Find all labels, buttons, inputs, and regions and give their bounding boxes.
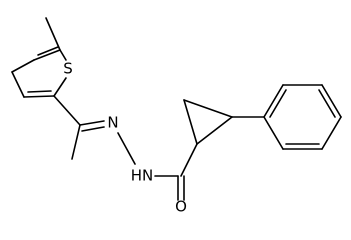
carbonyl-oxygen-label: O bbox=[175, 198, 187, 216]
thiophene-ring bbox=[11, 46, 67, 98]
thiophene-methyl-bond bbox=[45, 17, 61, 51]
thiophene-bond-c2-c3 bbox=[23, 95, 55, 98]
thiophene-to-imine-carbon-bond bbox=[53, 95, 81, 126]
thiophene-bond-c3-c4 bbox=[11, 71, 25, 98]
molecule-structure: S N HN O bbox=[11, 17, 342, 216]
thiophene-double-bond-c2-c3 bbox=[27, 90, 52, 93]
phenyl-bond-6 bbox=[263, 116, 284, 150]
phenyl-ring bbox=[263, 84, 342, 150]
hydrazone-n-n-bond bbox=[117, 132, 136, 165]
cyclopropane-bond-b bbox=[183, 99, 233, 118]
thiophene-bond-c5-s bbox=[59, 49, 67, 61]
thiophene-bond-c4-c5b bbox=[11, 59, 35, 73]
imine-methyl-bond bbox=[71, 124, 81, 160]
thiophene-bond-s-c2 bbox=[53, 77, 67, 97]
phenyl-double-bond-2 bbox=[318, 89, 336, 118]
sulfur-atom-label: S bbox=[63, 60, 73, 78]
cyclopropane-ring bbox=[180, 99, 233, 177]
thiophene-double-bond-c4-c5 bbox=[37, 46, 59, 56]
phenyl-double-bond-1 bbox=[269, 89, 287, 118]
cyclopropane-bond-a bbox=[183, 99, 198, 145]
imine-double-bond-a bbox=[79, 120, 105, 126]
amide-nh-label: HN bbox=[131, 167, 154, 185]
thiophene-bond-c5-c4 bbox=[33, 49, 61, 61]
carbonyl-to-cyclopropane-bond bbox=[180, 143, 198, 177]
structure-canvas: S N HN O bbox=[11, 17, 342, 216]
phenyl-bond-3 bbox=[321, 84, 342, 118]
phenyl-bond-4 bbox=[321, 116, 342, 150]
imine-double-bond-b bbox=[81, 126, 105, 132]
imine-nitrogen-label: N bbox=[107, 114, 118, 132]
phenyl-bond-1 bbox=[263, 84, 284, 118]
cyclopropane-bond-c bbox=[196, 116, 233, 145]
